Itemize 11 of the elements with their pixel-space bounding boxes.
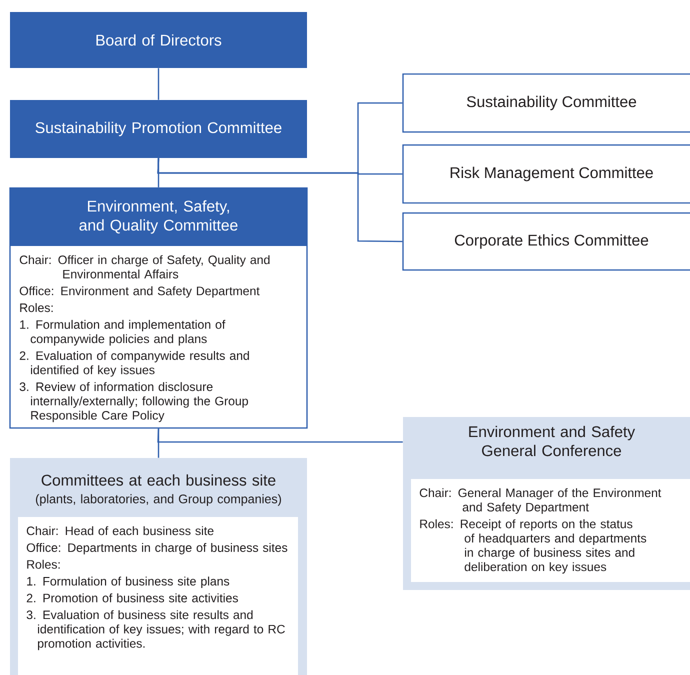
committee-panel: Committees at each business site (plants, laboratories, and Group companies) Chair: Head of each business site Office: Departments in charge of business sites Roles: 1. Formulation of business site plans 2. Promotion of business site activities 3. Evaluation of business site results and identification of key issues; with regard to RC promotion activities.	[10, 458, 307, 675]
committee-box: Environment, Safety, and Quality Committee Chair: Officer in charge of Safety, Quality and Environmental Affairs Office: Environment and Safety Department Roles: 1. Formulation and implementation of companywide policies and plans 2. Evaluation of companywide results and identified of key issues 3. Review of information disclosure internally/externally; following the Group Responsible Care Policy	[9, 187, 308, 429]
connector-line	[157, 158, 402, 242]
committee-box: Sustainability Promotion Committee	[10, 100, 307, 158]
committee-box: Risk Management Committee	[402, 144, 690, 204]
committee-box: Corporate Ethics Committee	[402, 212, 690, 271]
connector-line	[157, 428, 403, 443]
committee-panel: Environment and Safety General Conference Chair: General Manager of the Environment and Safety Department Roles: Receipt of reports on the status of headquarters and departments in charge of business sites and deliberation on key issues	[403, 417, 690, 590]
connector-line	[158, 68, 160, 100]
committee-box: Board of Directors	[10, 12, 307, 68]
committee-box: Sustainability Committee	[402, 73, 690, 133]
